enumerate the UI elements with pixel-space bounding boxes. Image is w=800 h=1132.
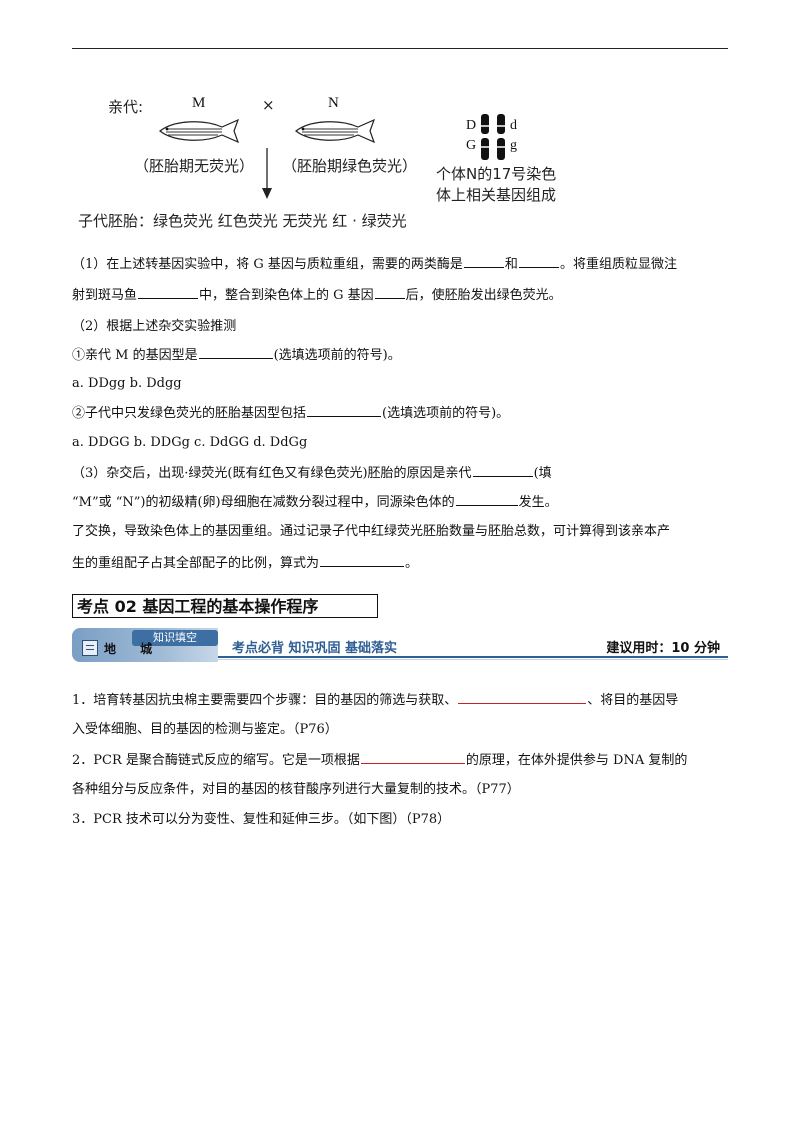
answer-blank[interactable]: [458, 690, 587, 704]
zebrafish-m-icon: [159, 118, 240, 144]
allele-G: G: [466, 138, 477, 153]
q3-line-2: “M”或 “N”)的初级精(卵)母细胞在减数分裂过程中，同源染色体的发生。: [72, 492, 558, 513]
item-1-line-2: 入受体细胞、目的基因的检测与鉴定。（P76）: [72, 722, 338, 737]
answer-blank[interactable]: [198, 345, 273, 359]
caption-parent-m: （胚胎期无荧光）: [134, 157, 255, 175]
answer-blank[interactable]: [472, 463, 533, 477]
q2-sub-2: ②子代中只发绿色荧光的胚胎基因型包括(选填选项前的符号)。: [72, 403, 509, 424]
q2-sub-2-options: a. DDGG b. DDGg c. DdGG d. DdGg: [72, 435, 308, 450]
header-rule: [72, 48, 728, 49]
item-2-line-1: 2．PCR 是聚合酶链式反应的缩写。它是一项根据的原理，在体外提供参与 DNA …: [72, 750, 687, 771]
allele-d: d: [510, 118, 517, 133]
answer-blank[interactable]: [320, 553, 405, 567]
answer-blank[interactable]: [463, 254, 504, 268]
answer-blank[interactable]: [307, 403, 382, 417]
answer-blank[interactable]: [518, 254, 559, 268]
offspring-line: 子代胚胎：绿色荧光 红色荧光 无荧光 红 · 绿荧光: [78, 212, 407, 230]
answer-blank[interactable]: [360, 750, 465, 764]
answer-blank[interactable]: [138, 285, 199, 299]
banner-divider-light: [218, 659, 728, 660]
answer-blank[interactable]: [374, 285, 405, 299]
cross-symbol: ×: [262, 96, 275, 114]
zebrafish-n-icon: [295, 118, 376, 144]
section-title: 考点 02 基因工程的基本操作程序: [72, 594, 378, 618]
allele-g: g: [510, 138, 517, 153]
suggested-time: 建议用时：10 分钟: [606, 641, 720, 656]
parents-label: 亲代:: [108, 98, 144, 116]
q3-line-4: 生的重组配子占其全部配子的比例，算式为。: [72, 553, 418, 574]
item-3: 3．PCR 技术可以分为变性、复性和延伸三步。（如下图）（P78）: [72, 812, 451, 827]
down-arrow-icon: [262, 148, 272, 199]
q2-title: （2）根据上述杂交实验推测: [72, 319, 237, 334]
banner-divider: [218, 656, 728, 658]
banner-slogan: 考点必背 知识巩固 基础落实: [232, 641, 398, 656]
q1-line-2: 射到斑马鱼中，整合到染色体上的 G 基因后，使胚胎发出绿色荧光。: [72, 285, 562, 306]
q2-sub-1-options: a. DDgg b. Ddgg: [72, 376, 182, 391]
chromosome-icon: [478, 114, 508, 160]
answer-blank[interactable]: [455, 492, 518, 506]
document-icon: [82, 640, 98, 656]
q3-line-1: （3）杂交后，出现·绿荧光(既有红色又有绿色荧光)胚胎的原因是亲代(填: [72, 463, 552, 484]
section-banner: 知识填空 地 城 考点必背 知识巩固 基础落实 建议用时：10 分钟: [72, 628, 728, 662]
item-2-line-2: 各种组分与反应条件，对目的基因的核苷酸序列进行大量复制的技术。（P77）: [72, 782, 520, 797]
parent-m-label: M: [192, 95, 206, 111]
parent-n-label: N: [328, 95, 339, 111]
banner-label: 地 城: [104, 642, 163, 656]
chromosome-caption-2: 体上相关基因组成: [436, 186, 557, 204]
q1-line-1: （1）在上述转基因实验中，将 G 基因与质粒重组，需要的两类酶是和。将重组质粒显…: [72, 254, 677, 275]
allele-D: D: [466, 118, 477, 133]
caption-parent-n: （胚胎期绿色荧光）: [282, 157, 418, 175]
q2-sub-1: ①亲代 M 的基因型是(选填选项前的符号)。: [72, 345, 401, 366]
q3-line-3: 了交换，导致染色体上的基因重组。通过记录子代中红绿荧光胚胎数量与胚胎总数，可计算…: [72, 524, 671, 539]
item-1-line-1: 1．培育转基因抗虫棉主要需要四个步骤：目的基因的筛选与获取、、将目的基因导: [72, 690, 678, 711]
banner-tag: 知识填空: [132, 630, 218, 646]
chromosome-caption-1: 个体N的17号染色: [436, 165, 557, 183]
